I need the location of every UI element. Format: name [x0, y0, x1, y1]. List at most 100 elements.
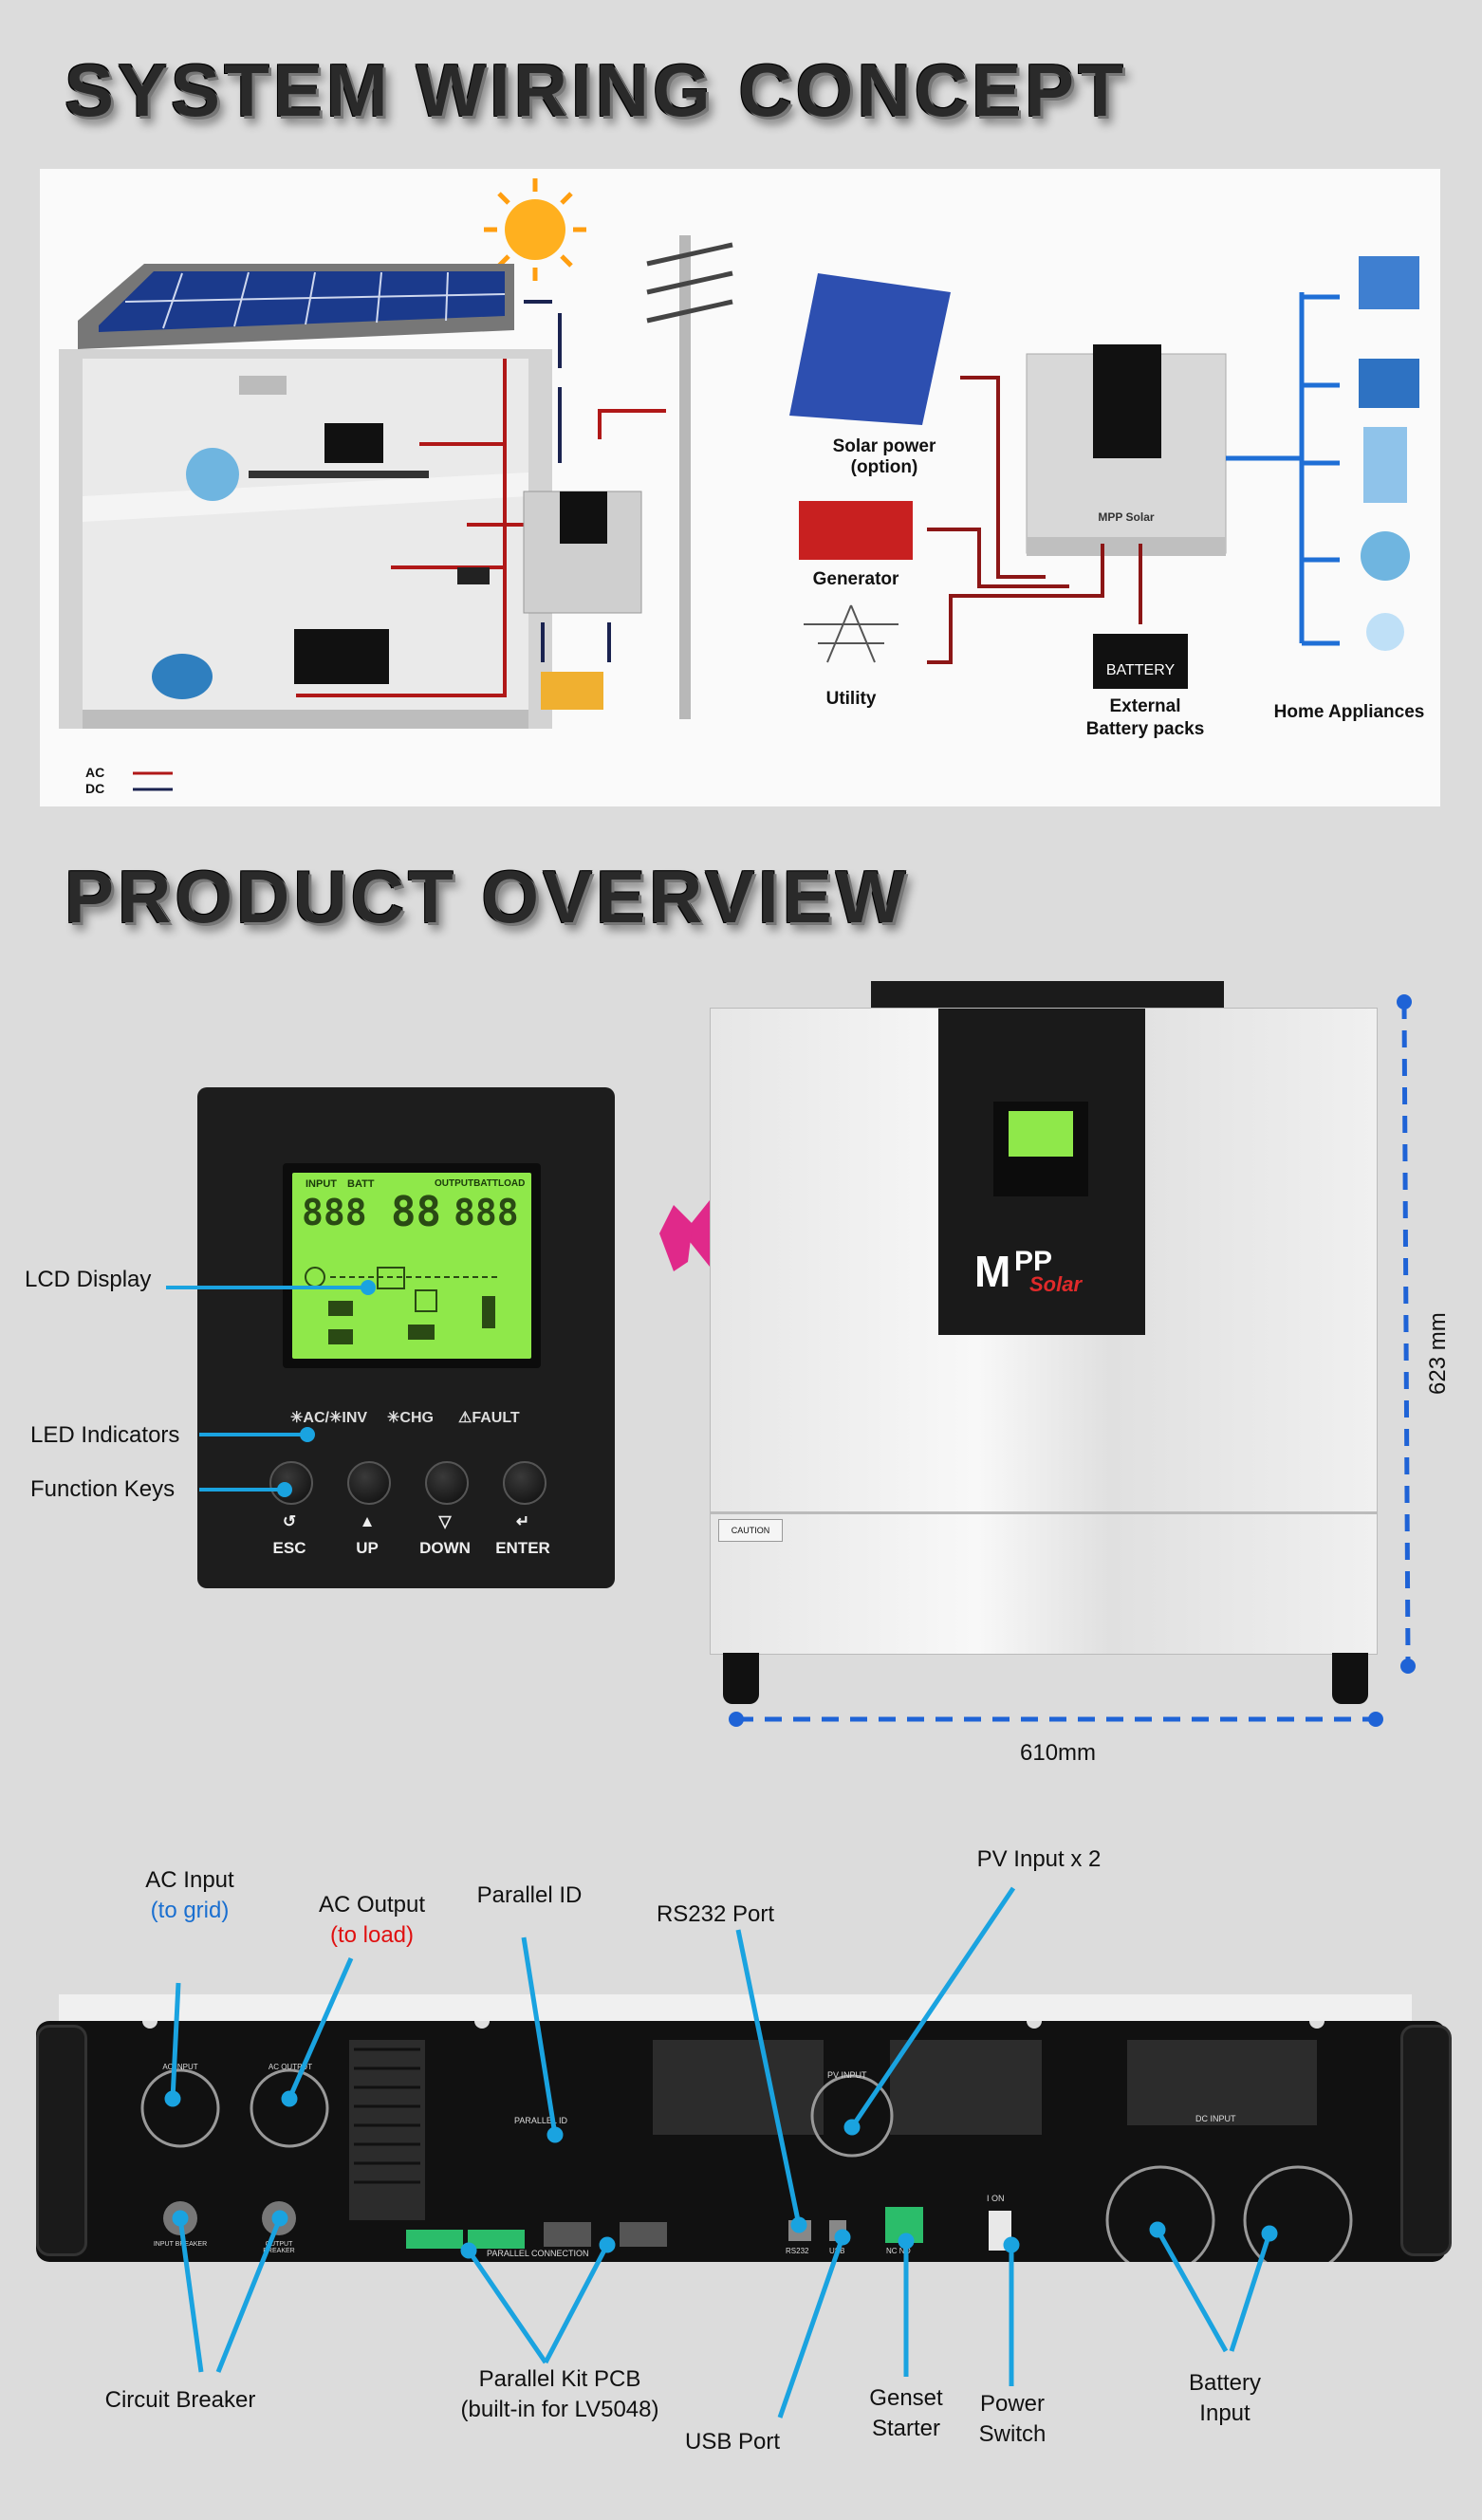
inverter-front: M PP Solar CAUTION: [710, 1008, 1378, 1655]
generator-label: Generator: [812, 569, 899, 589]
battery-box-label: BATTERY: [1105, 662, 1176, 678]
rear-panel: AC INPUT AC OUTPUT PARALLEL ID PV INPUT …: [36, 2013, 1446, 2275]
panel-parallel-conn-text: PARALLEL CONNECTION: [487, 2249, 589, 2258]
lcd-digits-2: 88: [391, 1188, 441, 1236]
caution-label: CAUTION: [718, 1519, 783, 1542]
inverter-large-icon: [1026, 344, 1227, 556]
logo-solar: Solar: [1029, 1272, 1083, 1296]
inverter-logo-label: MPP Solar: [1098, 510, 1155, 524]
led-ac-inv-label: ✳AC/✳INV: [290, 1410, 368, 1426]
power-switch-callout: Power Switch: [960, 2389, 1065, 2450]
ac-input-label: AC Input: [145, 1867, 234, 1893]
solar-panel-icon: [789, 273, 951, 425]
mini-display: [993, 1102, 1088, 1196]
generator-icon: [799, 501, 913, 560]
panel-breaker-1-text: INPUT BREAKER: [153, 2241, 208, 2248]
legend-ac: AC: [85, 765, 105, 780]
fan-icon: [1361, 531, 1410, 581]
battery-label: Battery: [1188, 2370, 1262, 2396]
ac-output-label: AC Output: [318, 1892, 426, 1918]
panel-rs232-text: RS232: [786, 2247, 809, 2255]
ac-input-callout: AC Input (to grid): [123, 1865, 256, 1926]
lamp-icon: [239, 376, 287, 395]
battery-input-callout: Battery Input: [1173, 2368, 1277, 2429]
front-face-panel: M PP Solar: [938, 1009, 1145, 1335]
right-handle: [1400, 2025, 1452, 2256]
led-fault-label: ⚠FAULT: [458, 1410, 520, 1426]
wiring-diagram: [59, 178, 1419, 791]
esc-key-symbol: ↺: [282, 1512, 297, 1530]
power-label: Power: [979, 2391, 1046, 2417]
lcd-screen: INPUT BATT OUTPUTBATTLOAD 888 88 888: [292, 1173, 531, 1359]
up-key-label: UP: [356, 1539, 379, 1557]
fan-icon: [186, 448, 239, 501]
circuit-breaker-callout: Circuit Breaker: [104, 2387, 256, 2413]
panel-breaker-2-text: OUTPUT BREAKER: [263, 2241, 295, 2254]
genset-starter-callout: Genset Starter: [854, 2383, 958, 2444]
panel-pv-input-text: PV INPUT: [827, 2070, 867, 2080]
laptop-icon: [294, 629, 389, 684]
input-label: Input: [1199, 2400, 1250, 2426]
parallel-kit-sub: (built-in for LV5048): [460, 2397, 659, 2422]
rear-panel-graphic: [140, 2013, 1353, 2275]
ac-output-callout: AC Output (to load): [306, 1890, 438, 1951]
panel-ac-output-text: AC OUTPUT: [268, 2063, 313, 2071]
switch-label: Switch: [978, 2421, 1047, 2447]
right-foot: [1332, 1653, 1368, 1704]
up-key[interactable]: [347, 1461, 391, 1505]
home-appliances-label: Home Appliances: [1273, 702, 1425, 722]
down-key[interactable]: [425, 1461, 469, 1505]
panel-ac-input-text: AC INPUT: [162, 2063, 198, 2071]
parallel-kit-callout: Parallel Kit PCB (built-in for LV5048): [446, 2364, 674, 2425]
computer-icon: [1359, 256, 1419, 309]
lcd-digits-3: 888: [454, 1192, 519, 1233]
genset-label: Genset: [869, 2385, 943, 2411]
tv-icon: [324, 423, 383, 463]
panel-on-text: I ON: [987, 2194, 1005, 2203]
lcd-output-label: OUTPUTBATTLOAD: [435, 1178, 526, 1189]
rs232-port-callout: RS232 Port: [656, 1901, 775, 1927]
legend-dc: DC: [85, 781, 105, 796]
parallel-kit-label: Parallel Kit PCB: [478, 2366, 641, 2392]
up-key-symbol: ▲: [359, 1512, 376, 1530]
led-chg-label: ✳CHG: [387, 1410, 434, 1426]
front-seam: [711, 1511, 1377, 1514]
overview-heading: Product Overview: [65, 855, 910, 938]
logo-pp: PP: [1014, 1246, 1053, 1277]
sun-icon: [484, 178, 586, 281]
ac-input-sub: (to grid): [150, 1898, 230, 1923]
utility-label: Utility: [825, 689, 877, 709]
utility-pole-icon: [646, 235, 733, 719]
utility-tower-icon: [804, 604, 898, 663]
starter-label: Starter: [871, 2416, 941, 2441]
vacuum-icon: [152, 654, 213, 699]
enter-key-label: ENTER: [495, 1539, 550, 1557]
battery-large-icon: [1093, 634, 1188, 689]
led-indicators-callout: LED Indicators: [30, 1422, 180, 1448]
bulb-icon: [1366, 613, 1404, 651]
panel-no-text: NC NO: [886, 2247, 911, 2255]
function-keys-callout: Function Keys: [30, 1476, 176, 1502]
panel-parallel-id-text: PARALLEL ID: [514, 2116, 568, 2125]
control-panel: INPUT BATT OUTPUTBATTLOAD 888 88 888 ✳AC…: [197, 1087, 615, 1588]
switch-icon: [457, 567, 490, 584]
left-handle: [36, 2025, 87, 2256]
esc-key-label: ESC: [272, 1539, 306, 1557]
logo-m: M: [974, 1247, 1011, 1296]
left-foot: [723, 1653, 759, 1704]
wiring-heading: System Wiring Concept: [65, 48, 1127, 132]
lcd-flow-icons: [305, 1267, 501, 1344]
solar-power-label: Solar power: [832, 436, 936, 456]
lcd-bezel: INPUT BATT OUTPUTBATTLOAD 888 88 888: [283, 1163, 541, 1368]
battery-packs-label: Battery packs: [1085, 719, 1205, 739]
fridge-icon: [1363, 427, 1407, 503]
lcd-display-callout: LCD Display: [25, 1267, 152, 1292]
rear-top-edge: [59, 1994, 1412, 2021]
tv-icon: [1359, 359, 1419, 408]
esc-key[interactable]: [269, 1461, 313, 1505]
mini-lcd: [1009, 1111, 1073, 1157]
enter-key-symbol: ↵: [515, 1512, 530, 1530]
lcd-input-label: INPUT: [306, 1178, 337, 1190]
enter-key[interactable]: [503, 1461, 546, 1505]
